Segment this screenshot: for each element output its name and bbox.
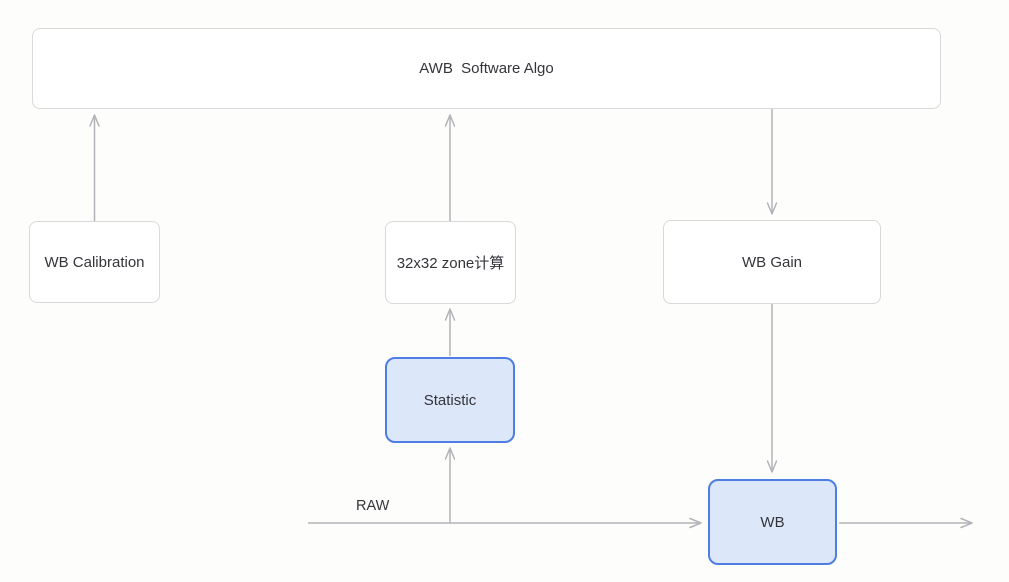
- node-wb-calibration[interactable]: WB Calibration: [29, 221, 160, 303]
- node-zone-calc[interactable]: 32x32 zone计算: [385, 221, 516, 304]
- node-label: 32x32 zone计算: [396, 255, 505, 272]
- node-label: Statistic: [423, 391, 477, 409]
- node-wb-gain[interactable]: WB Gain: [663, 220, 881, 304]
- node-wb[interactable]: WB: [708, 479, 837, 565]
- node-label: WB: [760, 513, 785, 531]
- edge-label-raw: RAW: [356, 498, 390, 514]
- node-label: WB Gain: [741, 253, 802, 271]
- node-label: AWB Software Algo: [419, 60, 554, 77]
- node-awb-software-algo[interactable]: AWB Software Algo: [32, 28, 941, 109]
- node-label: WB Calibration: [44, 253, 145, 271]
- node-statistic[interactable]: Statistic: [385, 357, 515, 443]
